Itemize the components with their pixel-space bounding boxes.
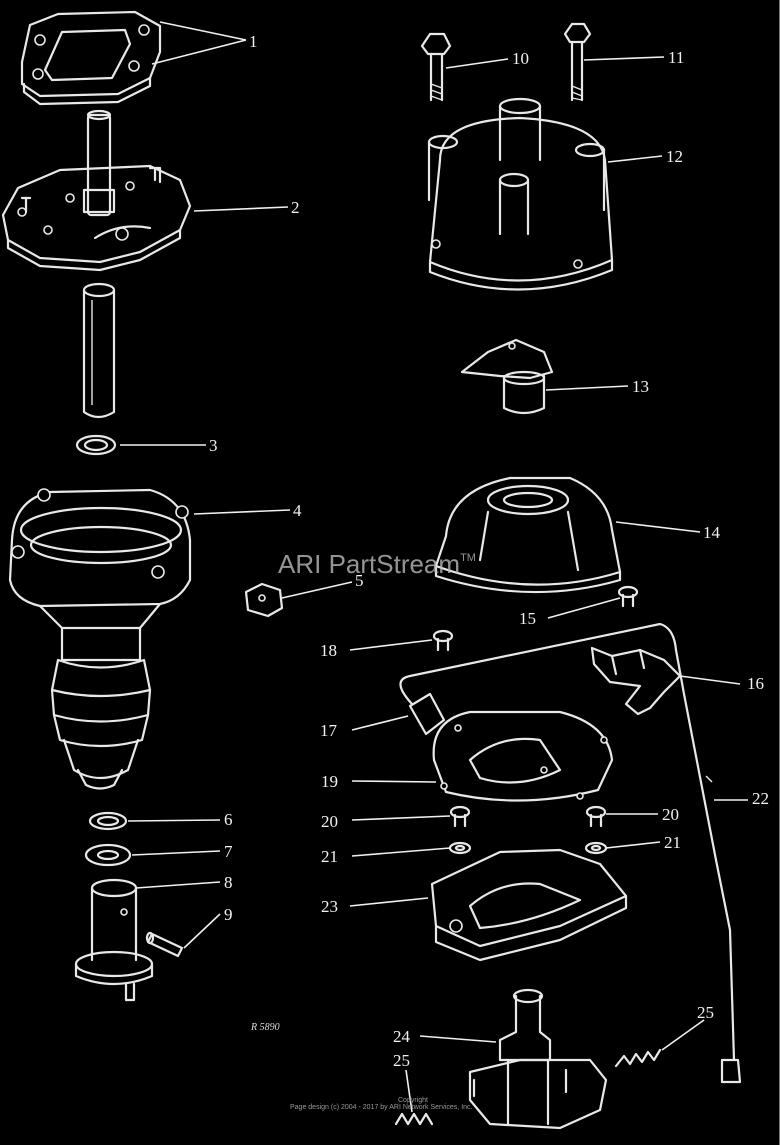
part-14-dust-shield bbox=[434, 476, 622, 594]
callout-4: 4 bbox=[293, 501, 302, 520]
part-8-drive-sleeve bbox=[74, 878, 154, 1002]
part-2-shaft-plate bbox=[1, 109, 192, 272]
part-18-screw bbox=[432, 629, 454, 652]
callout-19: 19 bbox=[321, 772, 338, 791]
copyright-line-2: Page design (c) 2004 - 2017 by ARI Netwo… bbox=[290, 1104, 473, 1111]
part-9-pin bbox=[145, 931, 184, 958]
callout-21-right: 21 bbox=[664, 833, 681, 852]
callout-15: 15 bbox=[519, 609, 536, 628]
callout-10: 10 bbox=[512, 49, 529, 68]
callout-18: 18 bbox=[320, 641, 337, 660]
part-21-washer-right bbox=[584, 841, 608, 855]
part-16-breaker-arm bbox=[590, 646, 682, 716]
callout-16: 16 bbox=[747, 674, 764, 693]
part-4-housing bbox=[8, 488, 192, 790]
callout-11: 11 bbox=[668, 48, 684, 67]
part-17-condenser bbox=[399, 622, 678, 736]
part-22-lead-wire bbox=[674, 648, 742, 1084]
part-20-screw-left bbox=[449, 805, 471, 828]
callout-12: 12 bbox=[666, 147, 683, 166]
part-19-breaker-plate bbox=[432, 710, 614, 802]
part-5-clip bbox=[244, 582, 284, 618]
callout-14: 14 bbox=[703, 523, 721, 542]
part-3-washer bbox=[75, 434, 117, 456]
callout-20-left: 20 bbox=[321, 812, 338, 831]
callout-22: 22 bbox=[752, 789, 769, 808]
part-24-cam-base bbox=[468, 988, 608, 1130]
callout-25-left: 25 bbox=[393, 1051, 410, 1070]
callout-1: 1 bbox=[249, 32, 258, 51]
part-10-screw bbox=[420, 32, 452, 102]
leader-lines bbox=[120, 21, 748, 1113]
callout-3: 3 bbox=[209, 436, 218, 455]
watermark-trademark: TM bbox=[460, 552, 476, 564]
drive-shaft bbox=[82, 282, 116, 419]
callout-8: 8 bbox=[224, 873, 233, 892]
part-23-advance-plate bbox=[430, 848, 628, 962]
part-25-spring-left bbox=[394, 1112, 434, 1126]
part-12-distributor-cap bbox=[427, 97, 614, 291]
callout-23: 23 bbox=[321, 897, 338, 916]
part-1-cover-plate bbox=[20, 10, 162, 106]
callout-9: 9 bbox=[224, 905, 233, 924]
callout-13: 13 bbox=[632, 377, 649, 396]
part-13-rotor bbox=[460, 338, 554, 415]
part-25-spring-right bbox=[614, 1048, 662, 1068]
watermark-brand: ARI PartStream bbox=[278, 549, 461, 579]
callout-6: 6 bbox=[224, 810, 233, 829]
figure-reference: R 5890 bbox=[251, 1022, 280, 1033]
callout-25-right: 25 bbox=[697, 1003, 714, 1022]
part-15-screw bbox=[617, 585, 639, 608]
callout-labels: 1 2 3 4 5 6 7 8 9 10 11 12 13 14 15 16 1… bbox=[209, 32, 769, 1070]
callout-21-left: 21 bbox=[321, 847, 338, 866]
callout-20-right: 20 bbox=[662, 805, 679, 824]
part-11-screw bbox=[563, 22, 592, 102]
callout-24: 24 bbox=[393, 1027, 411, 1046]
part-6-washer bbox=[88, 811, 128, 831]
part-20-screw-right bbox=[585, 805, 607, 828]
callout-5: 5 bbox=[355, 571, 364, 590]
callout-17: 17 bbox=[320, 721, 338, 740]
part-21-washer-left bbox=[448, 841, 472, 855]
ari-partstream-watermark: ARI PartStreamTM bbox=[278, 549, 476, 580]
callout-7: 7 bbox=[224, 842, 233, 861]
copyright-line-1: Copyright bbox=[398, 1097, 428, 1104]
callout-2: 2 bbox=[291, 198, 300, 217]
part-7-washer bbox=[84, 843, 132, 867]
